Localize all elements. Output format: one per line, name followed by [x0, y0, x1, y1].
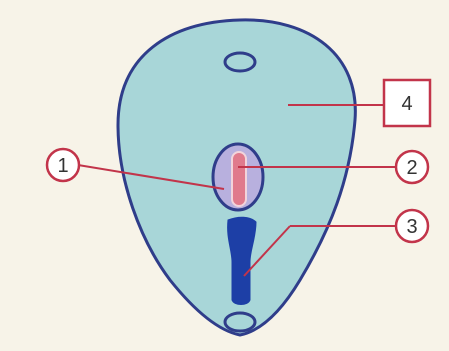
label-3-text: 3 [406, 216, 417, 238]
top-opening [223, 51, 257, 73]
label-4-box [382, 78, 432, 128]
label-2-ring [394, 149, 430, 185]
label-4-text: 4 [401, 93, 412, 115]
blue-stalk [227, 216, 257, 305]
label-1-ring [45, 147, 81, 183]
leader-line-1 [77, 164, 225, 190]
label-3-ring [394, 208, 430, 244]
bottom-opening [223, 311, 257, 333]
red-strip [231, 151, 247, 207]
label-1-text: 1 [57, 155, 68, 177]
leader-line-3 [243, 225, 291, 277]
label-2-text: 2 [406, 157, 417, 179]
